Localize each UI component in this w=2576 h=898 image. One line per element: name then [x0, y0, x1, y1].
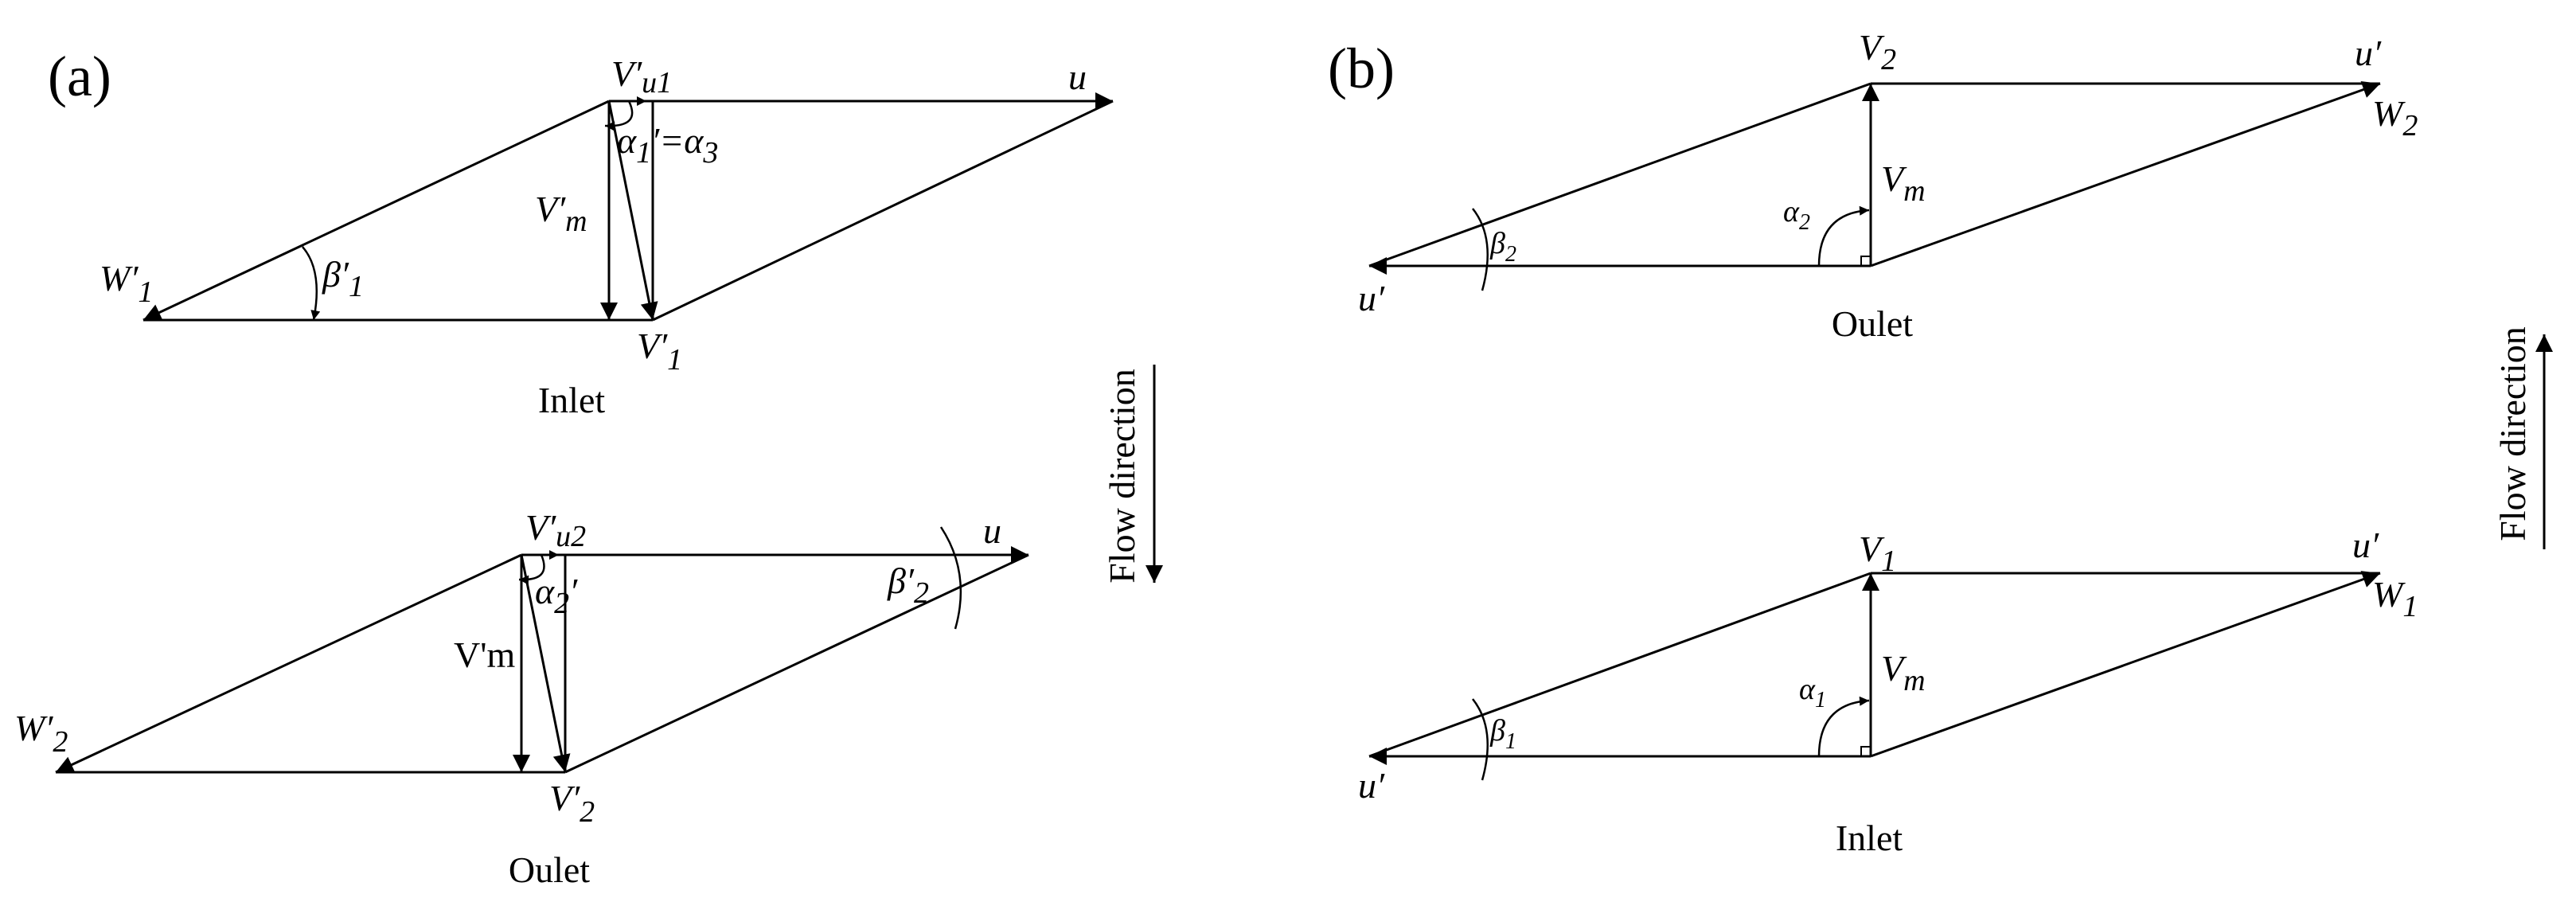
beta1-label: β1 — [1489, 714, 1516, 754]
beta2-label: β′2 — [887, 560, 929, 610]
flow-direction-label: Flow direction — [1102, 369, 1142, 584]
vm-label: Vm — [1881, 158, 1926, 208]
u-prime-left-label: u′ — [1358, 765, 1385, 806]
u-prime-left-label: u′ — [1358, 278, 1385, 318]
alpha-angle-arc — [1817, 696, 1870, 757]
v1-label: V′1 — [637, 326, 682, 377]
beta-angle-arc — [1472, 698, 1489, 781]
alpha-angle-arc — [518, 554, 545, 585]
vm-label: V'm — [454, 634, 516, 675]
w1-label: W′1 — [100, 258, 153, 309]
v1-label: V1 — [1859, 529, 1896, 578]
w2-label: W′2 — [14, 708, 68, 759]
alpha-angle-arc — [1817, 205, 1870, 267]
beta1-label: β′1 — [322, 254, 364, 303]
alpha2-label: α2 — [1783, 195, 1810, 235]
beta-angle-arc — [1472, 208, 1489, 291]
relative-velocity-vector — [1870, 81, 2381, 267]
vm-label: V′m — [535, 189, 587, 238]
relative-velocity-vector — [1870, 571, 2381, 758]
u-label: u — [1068, 57, 1087, 97]
u-prime-top-label: u′ — [2352, 525, 2379, 565]
right-angle-marker — [1860, 746, 1871, 756]
panel-a-inlet-triangle — [142, 92, 1114, 322]
outlet-caption: Oulet — [1832, 303, 1913, 344]
parallelogram-side — [1368, 82, 1872, 267]
parallelogram-side — [652, 100, 1114, 322]
inlet-caption: Inlet — [1836, 818, 1903, 858]
panel-a: (a) W′1 β′1 V′m α1′=α3 V′u1 u V′1 Inlet — [14, 45, 1163, 890]
outlet-caption: Oulet — [509, 849, 590, 890]
beta-angle-arc — [302, 246, 321, 321]
absolute-velocity-vector — [607, 100, 658, 321]
vu2-label: V′u2 — [525, 507, 586, 553]
u-prime-top-label: u′ — [2355, 33, 2382, 73]
beta-angle-arc — [939, 526, 962, 630]
inlet-caption: Inlet — [538, 380, 606, 420]
relative-velocity-vector — [142, 100, 610, 322]
u-label: u — [983, 510, 1001, 551]
panel-b-outlet-triangle — [1368, 81, 2381, 291]
panel-b-label: (b) — [1328, 37, 1395, 100]
alpha1-label: α1 — [1799, 673, 1826, 713]
vu1-label: V′u1 — [611, 53, 672, 100]
absolute-velocity-vector — [520, 554, 571, 773]
alpha2-label: α2′ — [535, 571, 578, 620]
right-angle-marker — [1860, 256, 1871, 266]
panel-a-label: (a) — [48, 45, 111, 108]
alpha-angle-arc — [604, 100, 634, 131]
alpha1-label: α1′=α3 — [617, 120, 718, 170]
w2-label: W2 — [2372, 93, 2418, 143]
flow-direction-label: Flow direction — [2492, 326, 2533, 541]
panel-a-outlet-triangle — [55, 526, 1029, 774]
parallelogram-side — [1368, 572, 1872, 758]
panel-b: (b) V2 u′ W2 Vm α2 β2 u′ Oulet — [1328, 27, 2553, 858]
w1-label: W1 — [2372, 574, 2418, 623]
relative-velocity-vector — [55, 553, 522, 774]
v2-label: V2 — [1859, 27, 1896, 76]
v2-label: V′2 — [549, 778, 595, 829]
panel-b-inlet-triangle — [1368, 571, 2381, 781]
beta2-label: β2 — [1489, 227, 1516, 267]
vm-label: Vm — [1881, 648, 1926, 697]
parallelogram-side — [564, 553, 1029, 774]
